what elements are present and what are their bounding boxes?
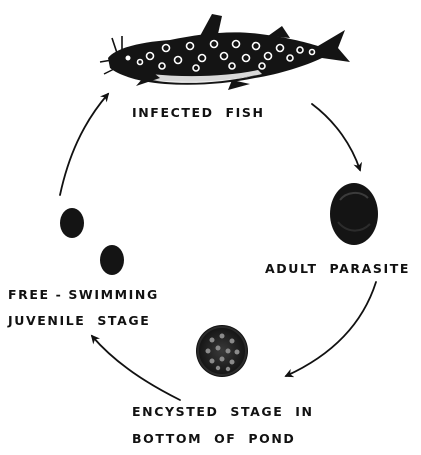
encysted-stage-label-line1: ENCYSTED STAGE IN xyxy=(132,404,314,419)
encysted-stage-label-line2: BOTTOM OF POND xyxy=(132,431,295,446)
free-swimming-label-line2: JUVENILE STAGE xyxy=(7,313,150,328)
free-swimming-label-line1: FREE - SWIMMING xyxy=(8,287,159,302)
adult-parasite-icon xyxy=(330,183,378,245)
infected-fish-label: INFECTED FISH xyxy=(132,105,265,120)
cyst-icon xyxy=(196,325,248,377)
arrow-juvenile-to-fish xyxy=(60,94,108,195)
catfish-icon xyxy=(100,14,350,90)
juvenile-parasite-icon xyxy=(60,208,124,275)
arrow-fish-to-adult xyxy=(312,104,360,170)
arrow-adult-to-cyst xyxy=(286,282,376,376)
adult-parasite-label: ADULT PARASITE xyxy=(265,261,410,276)
arrow-cyst-to-juvenile xyxy=(92,336,180,400)
